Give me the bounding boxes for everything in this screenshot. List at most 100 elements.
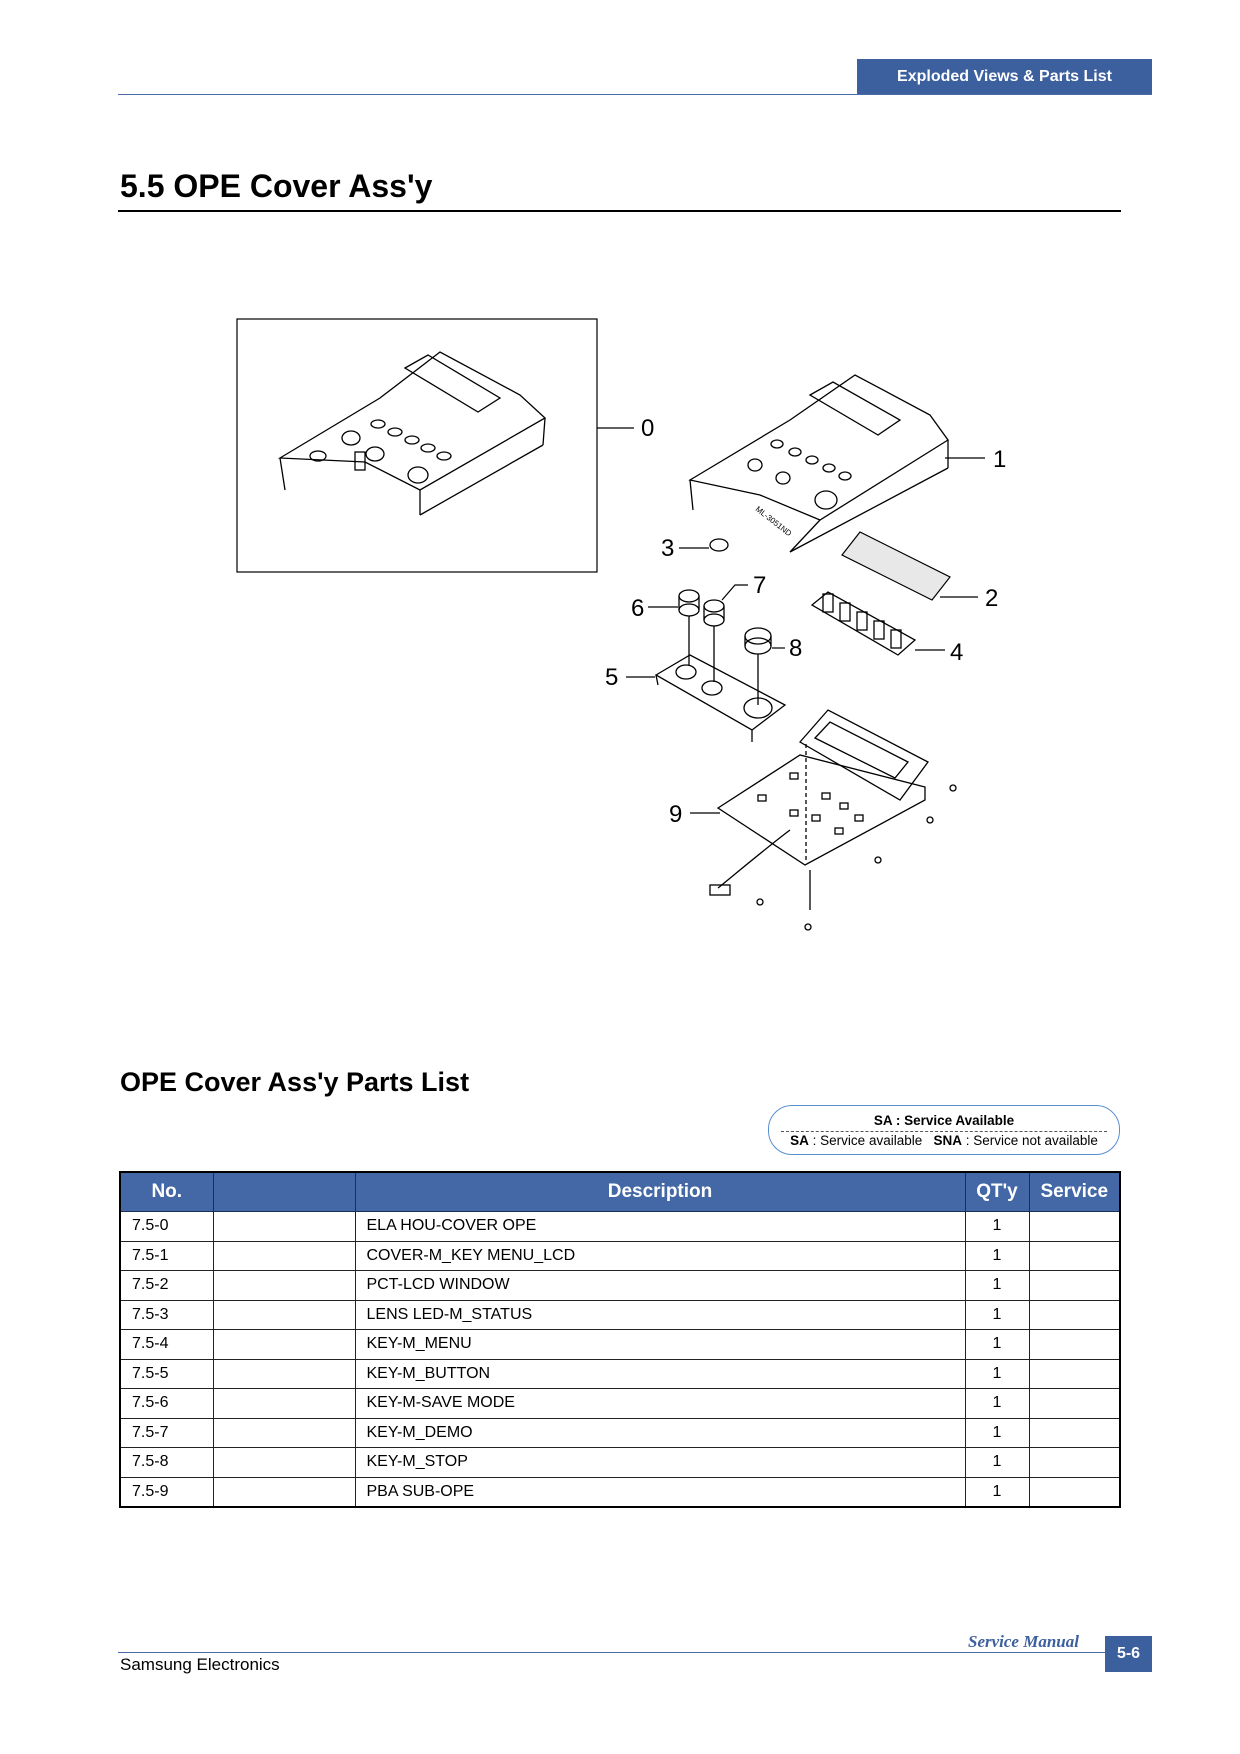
- footer-page-number: 5-6: [1105, 1636, 1152, 1672]
- cell-qty: 1: [964, 1211, 1030, 1242]
- cell-code: [212, 1417, 356, 1448]
- callout-6: 6: [631, 595, 644, 622]
- cell-code: [212, 1388, 356, 1419]
- key-stop-illustration: [744, 627, 772, 705]
- assembled-cover-illustration: [277, 351, 547, 516]
- cell-qty: 1: [964, 1476, 1030, 1508]
- cell-description: KEY-M_BUTTON: [354, 1358, 966, 1389]
- cell-service: [1028, 1270, 1121, 1301]
- cell-service: [1028, 1388, 1121, 1419]
- cell-description: KEY-M_MENU: [354, 1329, 966, 1360]
- cell-no: 7.5-2: [119, 1270, 214, 1301]
- footer-company: Samsung Electronics: [120, 1655, 280, 1674]
- service-legend: SA : Service Available SA : Service avai…: [768, 1105, 1120, 1155]
- legend-separator: [781, 1131, 1107, 1132]
- callout-2: 2: [985, 585, 998, 612]
- callout-5: 5: [605, 664, 618, 691]
- key-save-mode-illustration: [678, 589, 700, 665]
- parts-table-header: No. Description QT'y Service: [119, 1171, 1121, 1212]
- callout-7: 7: [753, 572, 766, 599]
- header-section-tab: Exploded Views & Parts List: [857, 59, 1152, 94]
- cell-qty: 1: [964, 1240, 1030, 1271]
- cell-no: 7.5-4: [119, 1329, 214, 1360]
- cell-no: 7.5-1: [119, 1240, 214, 1271]
- cell-code: [212, 1358, 356, 1389]
- assembly-inset-frame: [236, 318, 598, 573]
- lcd-window-illustration: [841, 531, 951, 601]
- callout-0: 0: [641, 415, 654, 442]
- cell-no: 7.5-6: [119, 1388, 214, 1419]
- legend-detail: SA : Service available SNA : Service not…: [769, 1133, 1119, 1148]
- cell-code: [212, 1240, 356, 1271]
- cell-service: [1028, 1358, 1121, 1389]
- callout-9: 9: [669, 801, 682, 828]
- cell-code: [212, 1329, 356, 1360]
- cell-service: [1028, 1447, 1121, 1478]
- footer-rule: [118, 1652, 1108, 1653]
- cell-description: KEY-M_STOP: [354, 1447, 966, 1478]
- exploded-view-diagram: 0 ML-3051ND 1 2 3 4: [236, 318, 1006, 931]
- cell-qty: 1: [964, 1299, 1030, 1330]
- cell-no: 7.5-9: [119, 1476, 214, 1508]
- cell-qty: 1: [964, 1417, 1030, 1448]
- cell-description: KEY-M_DEMO: [354, 1417, 966, 1448]
- cell-service: [1028, 1476, 1121, 1508]
- parts-table: No. Description QT'y Service 7.5-0 ELA HO…: [119, 1171, 1121, 1508]
- col-header-service: Service: [1028, 1171, 1121, 1212]
- cell-description: KEY-M-SAVE MODE: [354, 1388, 966, 1419]
- header-rule: [118, 94, 1152, 95]
- callout-4: 4: [950, 639, 963, 666]
- key-demo-illustration: [703, 599, 725, 682]
- cell-qty: 1: [964, 1388, 1030, 1419]
- cell-no: 7.5-5: [119, 1358, 214, 1389]
- cell-qty: 1: [964, 1329, 1030, 1360]
- cell-description: LENS LED-M_STATUS: [354, 1299, 966, 1330]
- footer-manual-title: Service Manual: [968, 1632, 1079, 1651]
- cell-no: 7.5-7: [119, 1417, 214, 1448]
- cell-code: [212, 1211, 356, 1242]
- cell-qty: 1: [964, 1447, 1030, 1478]
- cell-service: [1028, 1329, 1121, 1360]
- cell-code: [212, 1476, 356, 1508]
- cell-service: [1028, 1299, 1121, 1330]
- cell-service: [1028, 1417, 1121, 1448]
- cell-no: 7.5-0: [119, 1211, 214, 1242]
- legend-sa-text: : Service available: [808, 1133, 923, 1148]
- section-title-rule: [118, 210, 1121, 212]
- key-button-illustration: [654, 654, 787, 742]
- cell-service: [1028, 1211, 1121, 1242]
- cell-service: [1028, 1240, 1121, 1271]
- cell-description: PCT-LCD WINDOW: [354, 1270, 966, 1301]
- cell-description: PBA SUB-OPE: [354, 1476, 966, 1508]
- cover-key-menu-illustration: [688, 374, 949, 553]
- legend-sa-abbr: SA: [790, 1133, 809, 1148]
- cell-code: [212, 1299, 356, 1330]
- callout-3: 3: [661, 535, 674, 562]
- model-marking: ML-3051ND: [754, 504, 794, 538]
- cell-qty: 1: [964, 1358, 1030, 1389]
- legend-heading: SA : Service Available: [873, 1113, 1015, 1128]
- cell-description: COVER-M_KEY MENU_LCD: [354, 1240, 966, 1271]
- callout-1: 1: [993, 446, 1006, 473]
- cell-code: [212, 1447, 356, 1478]
- cell-no: 7.5-3: [119, 1299, 214, 1330]
- cell-description: ELA HOU-COVER OPE: [354, 1211, 966, 1242]
- legend-sna-text: : Service not available: [962, 1133, 1098, 1148]
- col-header-no: No.: [119, 1171, 214, 1212]
- col-header-description: Description: [354, 1171, 966, 1212]
- legend-sna-abbr: SNA: [933, 1133, 963, 1148]
- parts-list-title: OPE Cover Ass'y Parts List: [120, 1067, 470, 1097]
- section-title: 5.5 OPE Cover Ass'y: [120, 168, 433, 204]
- cell-qty: 1: [964, 1270, 1030, 1301]
- cell-code: [212, 1270, 356, 1301]
- key-menu-illustration: [810, 591, 917, 656]
